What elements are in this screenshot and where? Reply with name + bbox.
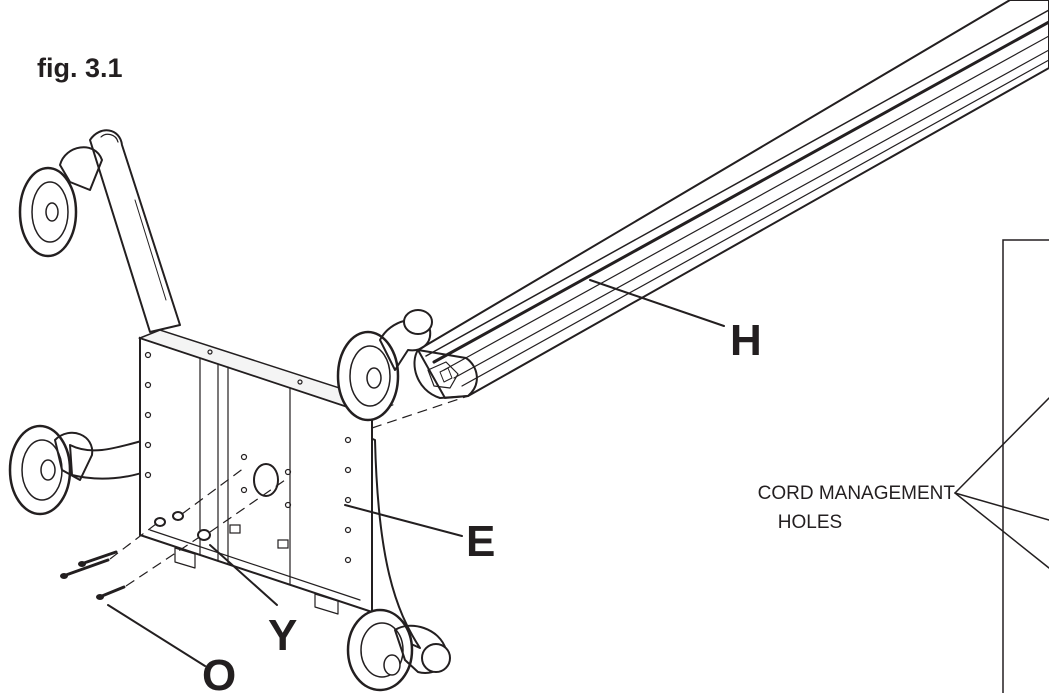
plate-cord-hole bbox=[253, 463, 279, 497]
base-frame bbox=[69, 129, 421, 649]
label-o: O bbox=[202, 651, 236, 693]
screw-o-middle bbox=[78, 550, 118, 567]
alignment-lines bbox=[109, 395, 469, 587]
caster-rear-right bbox=[336, 309, 433, 422]
leader-cord-holes bbox=[954, 397, 1049, 569]
detail-inset-frame bbox=[1002, 239, 1049, 693]
leader-o bbox=[107, 604, 206, 667]
figure-label: fig. 3.1 bbox=[37, 53, 123, 83]
screw-o-upper bbox=[60, 558, 110, 579]
label-h: H bbox=[730, 316, 762, 365]
washer-y bbox=[154, 511, 211, 541]
leader-e bbox=[344, 504, 463, 537]
caster-front-left bbox=[8, 424, 94, 516]
caster-rear-left bbox=[18, 146, 103, 258]
label-e: E bbox=[466, 517, 495, 566]
screw-o-lower bbox=[96, 585, 126, 600]
label-y: Y bbox=[268, 611, 297, 660]
callout-line-2: HOLES bbox=[778, 512, 842, 533]
caster-front-right bbox=[346, 608, 451, 692]
plate-mounting-holes bbox=[144, 349, 352, 564]
callout-line-1: CORD MANAGEMENT bbox=[758, 483, 956, 504]
beam-h bbox=[413, 0, 1049, 400]
leader-h bbox=[589, 279, 725, 327]
leader-y bbox=[209, 544, 278, 606]
